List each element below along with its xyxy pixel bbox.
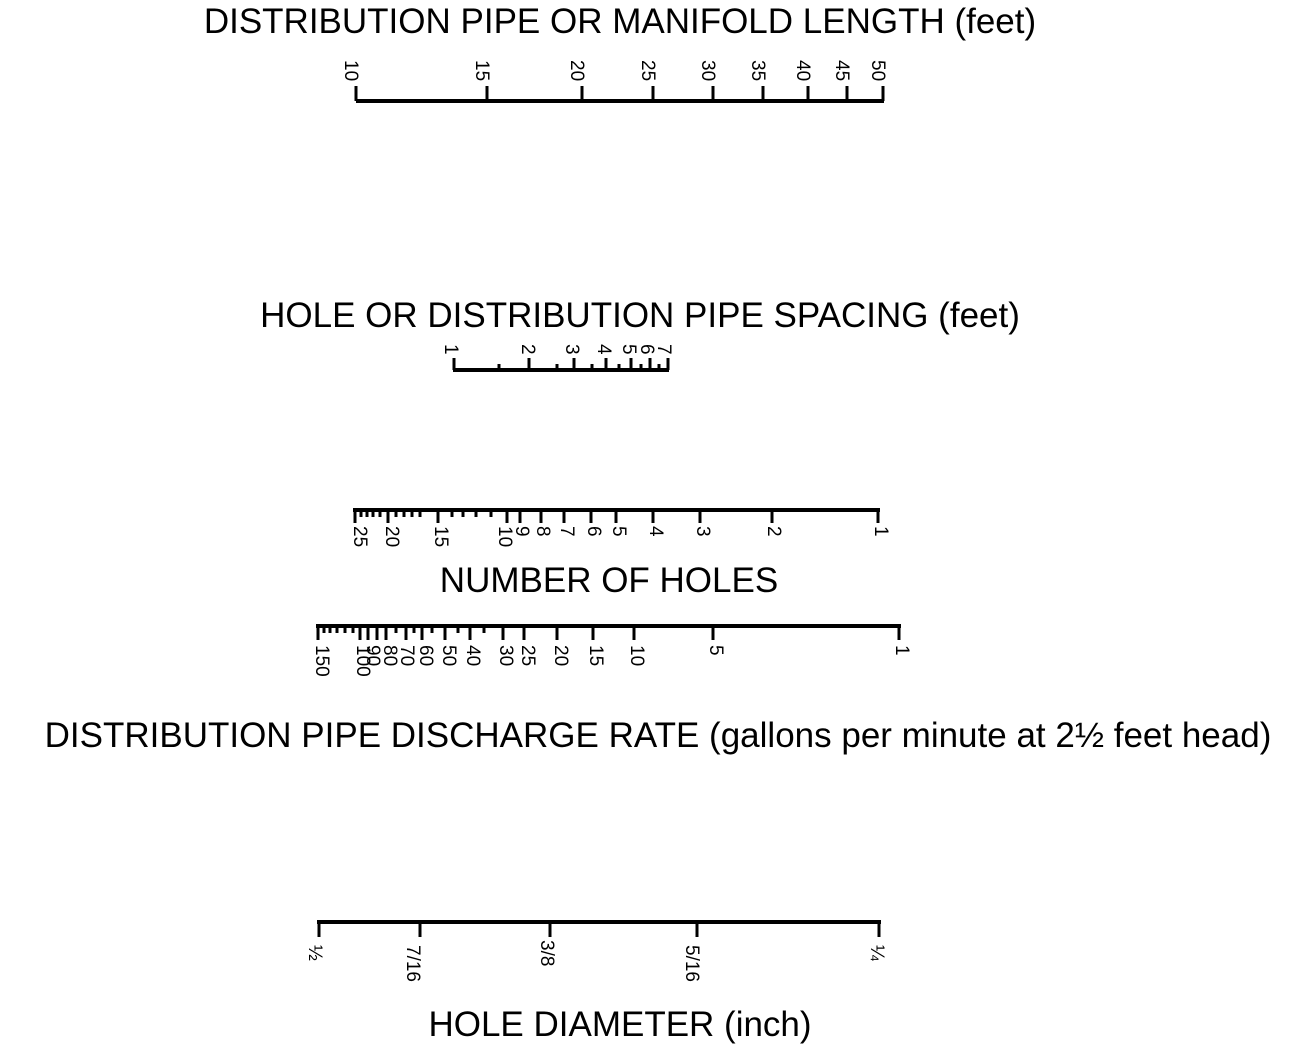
discharge-rate-label: 1 [891,645,912,656]
discharge-rate-scale: 150 100 90 80 70 60 50 40 30 25 20 15 10… [45,624,1272,755]
manifold-length-label: 15 [471,60,492,81]
hole-diameter-scale: ½ 7/16 3/8 5/16 ¼ HOLE DIAMETER (inch) [304,920,887,1044]
discharge-rate-label: 5 [705,645,726,656]
discharge-rate-label: 60 [415,645,436,666]
pipe-spacing-labels: 1 2 3 4 5 6 7 [440,344,674,355]
number-of-holes-label: 1 [870,526,891,537]
manifold-length-label: 35 [747,60,768,81]
pipe-spacing-label: 5 [618,344,639,355]
manifold-length-labels: 10 15 20 25 30 35 40 45 50 [340,60,888,81]
hole-diameter-label: 3/8 [536,940,557,966]
number-of-holes-label: 9 [511,526,532,537]
manifold-length-label: 10 [340,60,361,81]
pipe-spacing-label: 6 [636,344,657,355]
hole-diameter-ticks [317,922,881,937]
number-of-holes-ticks [353,510,880,523]
hole-diameter-title: HOLE DIAMETER (inch) [428,1005,811,1044]
discharge-rate-label: 25 [517,645,538,666]
manifold-length-label: 50 [867,60,888,81]
manifold-length-ticks [354,86,885,101]
pipe-spacing-label: 7 [653,344,674,355]
pipe-spacing-label: 2 [517,344,538,355]
number-of-holes-label: 15 [430,526,451,547]
number-of-holes-label: 4 [645,526,666,537]
discharge-rate-labels: 150 100 90 80 70 60 50 40 30 25 20 15 10… [311,645,912,677]
number-of-holes-labels: 25 20 15 10 9 8 7 6 5 4 3 2 1 [349,526,891,547]
hole-diameter-label: ½ [304,945,325,961]
number-of-holes-label: 7 [556,526,577,537]
discharge-rate-label: 15 [585,645,606,666]
hole-diameter-labels: ½ 7/16 3/8 5/16 ¼ [304,940,887,982]
discharge-rate-label: 80 [379,645,400,666]
manifold-length-label: 40 [792,60,813,81]
number-of-holes-scale: 25 20 15 10 9 8 7 6 5 4 3 2 1 NUMBER OF … [349,508,891,600]
pipe-spacing-label: 3 [561,344,582,355]
number-of-holes-label: 20 [381,526,402,547]
manifold-length-label: 30 [697,60,718,81]
discharge-rate-label: 90 [362,645,383,666]
discharge-rate-label: 100 [352,645,373,677]
hole-diameter-label: ¼ [866,945,887,962]
pipe-spacing-scale: HOLE OR DISTRIBUTION PIPE SPACING (feet)… [260,296,1020,372]
pipe-spacing-label: 4 [593,344,614,355]
discharge-rate-label: 40 [462,645,483,666]
manifold-length-title: DISTRIBUTION PIPE OR MANIFOLD LENGTH (fe… [204,2,1036,41]
discharge-rate-label: 30 [495,645,516,666]
hole-diameter-label: 5/16 [681,945,702,982]
number-of-holes-label: 8 [532,526,553,537]
discharge-rate-label: 10 [626,645,647,666]
discharge-rate-label: 20 [550,645,571,666]
hole-diameter-label: 7/16 [402,945,423,982]
manifold-length-scale: DISTRIBUTION PIPE OR MANIFOLD LENGTH (fe… [204,2,1036,103]
number-of-holes-label: 5 [608,526,629,537]
number-of-holes-label: 2 [763,526,784,537]
discharge-rate-label: 50 [438,645,459,666]
manifold-length-label: 45 [831,60,852,81]
discharge-rate-ticks [316,626,901,640]
number-of-holes-title: NUMBER OF HOLES [440,561,778,600]
number-of-holes-label: 10 [494,526,515,547]
manifold-length-label: 20 [566,60,587,81]
pipe-spacing-title: HOLE OR DISTRIBUTION PIPE SPACING (feet) [260,296,1020,335]
number-of-holes-label: 3 [692,526,713,537]
manifold-length-label: 25 [637,60,658,81]
number-of-holes-label: 6 [583,526,604,537]
pipe-spacing-ticks [452,358,670,370]
discharge-rate-label: 70 [396,645,417,666]
pipe-spacing-label: 1 [440,344,461,355]
number-of-holes-label: 25 [349,526,370,547]
discharge-rate-label: 150 [311,645,332,677]
discharge-rate-title: DISTRIBUTION PIPE DISCHARGE RATE (gallon… [45,716,1272,755]
